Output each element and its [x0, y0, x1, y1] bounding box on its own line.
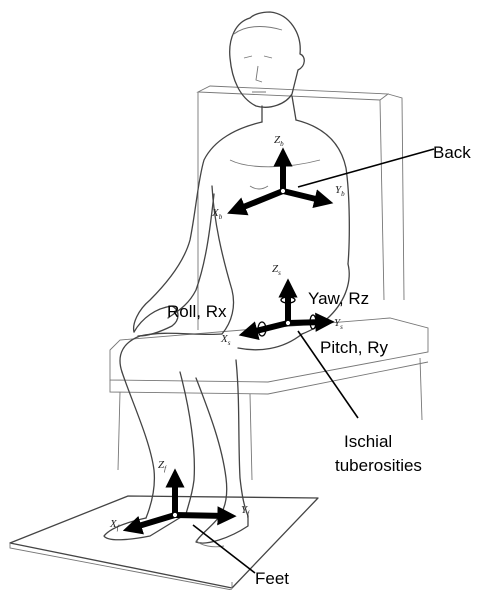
back-callout: Back: [433, 143, 471, 162]
seat-x-label: Xs: [220, 333, 231, 347]
back-x-arrow: [236, 191, 283, 210]
feet-x-arrow: [132, 515, 175, 528]
back-y-arrow: [283, 191, 324, 201]
chair: [110, 86, 428, 480]
back-leader-line: [298, 149, 434, 187]
seat-x-arrow: [248, 323, 288, 333]
seat-y-label: Ys: [334, 317, 343, 331]
person-figure: [104, 12, 349, 547]
feet-leader-line: [193, 525, 255, 573]
seat-y-arrow: [288, 322, 325, 323]
pitch-callout: Pitch, Ry: [320, 338, 389, 357]
seat-z-label: Zs: [272, 263, 281, 277]
back-coordinate-frame: Zb Yb Xb: [211, 134, 345, 221]
feet-z-label: Zf: [158, 459, 167, 473]
feet-y-label: Yf: [241, 504, 250, 518]
feet-x-label: Xf: [109, 518, 120, 532]
roll-callout: Roll, Rx: [167, 302, 227, 321]
ischial-callout-line1: Ischial: [344, 432, 392, 451]
feet-y-arrow: [175, 515, 227, 516]
back-z-label: Zb: [274, 134, 284, 148]
back-y-label: Yb: [335, 184, 345, 198]
ischial-callout-line2: tuberosities: [335, 456, 422, 475]
yaw-callout: Yaw, Rz: [308, 289, 369, 308]
back-x-label: Xb: [211, 207, 223, 221]
feet-callout: Feet: [255, 569, 289, 588]
